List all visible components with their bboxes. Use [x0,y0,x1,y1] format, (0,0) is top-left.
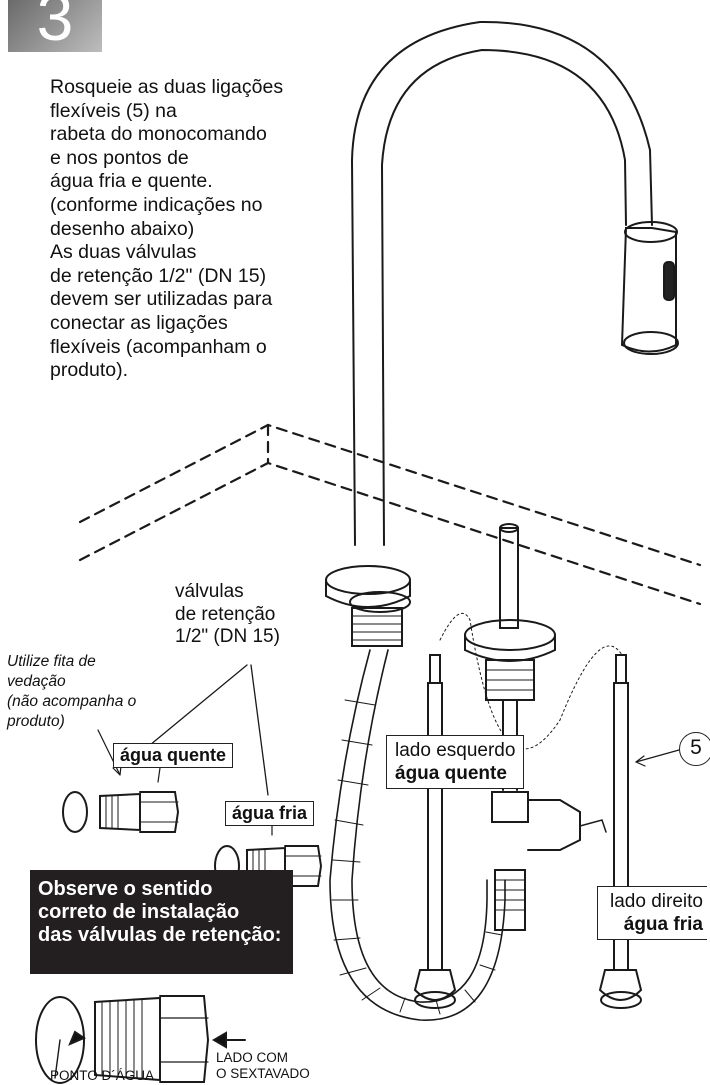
callout-leader [635,749,680,763]
cold-water-label: água fria [225,801,315,826]
dotted-guide [439,612,623,750]
left-side-line2: água quente [395,763,507,784]
instructions-text: Rosqueie as duas ligações flexíveis (5) … [50,76,300,383]
hex-side-line: O SEXTAVADO [216,1066,310,1081]
warning-box: Observe o sentido correto de instalação … [30,870,293,974]
hot-water-label: água quente [113,743,234,768]
valves-label-line: 1/2" (DN 15) [175,626,280,647]
tape-note-line: produto) [7,713,65,730]
left-side-label: lado esquerdo água quente [386,735,525,789]
right-side-line2: água fria [623,914,703,935]
countertop-outline [78,423,702,606]
instruction-line: de retenção 1/2" (DN 15) [50,264,267,287]
sealing-tape-note: Utilize fita de vedação (não acompanha o… [7,652,136,732]
warning-line: correto de instalação [38,901,240,923]
hex-side-caption: LADO COM O SEXTAVADO [216,1050,310,1082]
callout-number: 5 [679,732,710,766]
tape-note-line: vedação [7,673,66,690]
instruction-line: água fria e quente. [50,170,213,193]
instruction-line: Rosqueie as duas ligações [50,76,284,98]
left-side-line1: lado esquerdo [395,740,516,761]
warning-line: das válvulas de retenção: [38,924,282,946]
solenoid-valve [491,791,607,931]
instruction-line: flexíveis (5) na [50,99,177,122]
right-side-label: lado direito água fria [597,886,707,940]
corrugated-hose [329,649,506,1021]
instruction-line: conectar as ligações [50,311,228,334]
right-side-line1: lado direito [610,891,703,912]
faucet-spout [350,20,679,546]
instruction-line: As duas válvulas [50,241,197,264]
instruction-line: rabeta do monocomando [50,123,267,146]
water-point-caption: PONTO D´ÁGUA [50,1068,155,1083]
instruction-line: desenho abaixo) [50,217,195,240]
instruction-line: (conforme indicações no [50,193,263,216]
hex-side-line: LADO COM [216,1050,289,1065]
step-badge [8,0,102,52]
flex-hose-left [413,654,457,1009]
valves-label-line: válvulas [175,581,244,602]
instruction-line: devem ser utilizadas para [50,288,273,311]
flex-hose-right [598,654,643,1009]
valves-label-line: de retenção [175,603,276,625]
tape-note-line: Utilize fita de [7,653,96,670]
step-number: 3 [36,0,74,54]
valve-leader-lines [149,664,269,796]
warning-line: Observe o sentido [38,878,213,900]
instruction-line: produto). [50,359,129,382]
faucet-base [325,565,411,647]
instruction-line: flexíveis (acompanham o [50,335,267,358]
valves-label: válvulas de retenção 1/2" (DN 15) [175,581,280,649]
hot-valve-parts [62,791,180,833]
orientation-diagram [35,995,246,1084]
instruction-line: e nos pontos de [50,146,189,169]
tape-note-line: (não acompanha o [7,693,137,710]
